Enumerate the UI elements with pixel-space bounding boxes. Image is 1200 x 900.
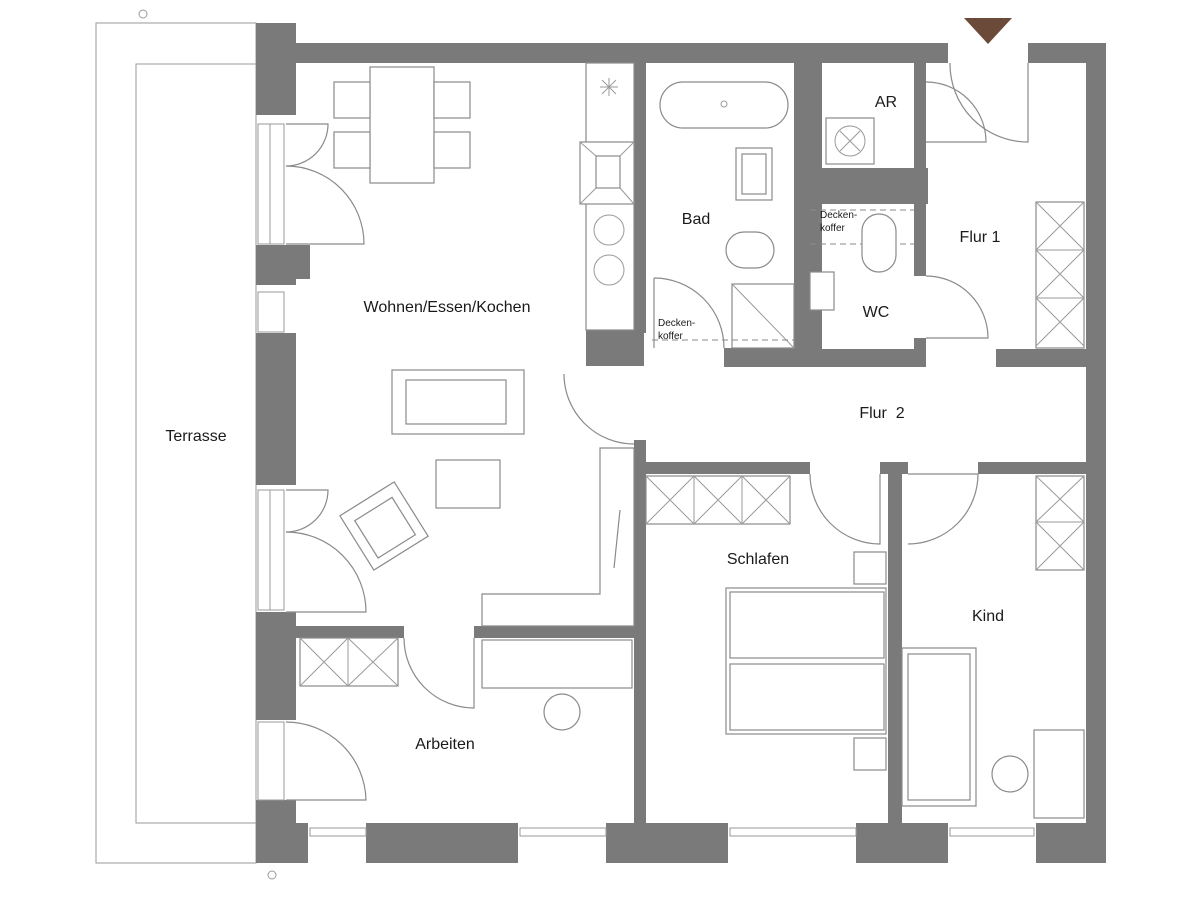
label-bad: Bad bbox=[682, 211, 710, 228]
label-wohnen: Wohnen/Essen/Kochen bbox=[364, 299, 531, 316]
label-wc: WC bbox=[863, 304, 890, 321]
dining-table bbox=[333, 66, 471, 184]
label-flur2: Flur 2 bbox=[859, 405, 904, 422]
office-furniture bbox=[481, 639, 633, 731]
label-ar: AR bbox=[875, 94, 897, 111]
label-terrasse: Terrasse bbox=[165, 428, 226, 445]
kitchen bbox=[481, 62, 635, 627]
label-flur1: Flur 1 bbox=[960, 229, 1001, 246]
windows bbox=[257, 123, 1035, 837]
deckenkoffer-wc-line2: koffer bbox=[820, 223, 845, 234]
deckenkoffer-bad-line2: koffer bbox=[658, 331, 683, 342]
deckenkoffer-wc-line1: Decken- bbox=[820, 210, 857, 221]
room-labels: Terrasse Wohnen/Essen/Kochen Bad AR Flur… bbox=[165, 94, 1004, 753]
bed bbox=[725, 551, 887, 771]
label-schlafen: Schlafen bbox=[727, 551, 789, 568]
doors bbox=[285, 62, 1029, 801]
entrance-triangle-marker bbox=[964, 18, 1012, 44]
wardrobes bbox=[299, 201, 1085, 687]
label-kind: Kind bbox=[972, 608, 1004, 625]
deckenkoffer-bad-line1: Decken- bbox=[658, 318, 695, 329]
living-furniture bbox=[339, 369, 525, 571]
washing-machine bbox=[825, 117, 875, 165]
label-arbeiten: Arbeiten bbox=[415, 736, 475, 753]
kid-furniture bbox=[901, 647, 1085, 819]
bathroom-fixtures bbox=[652, 81, 795, 349]
walls bbox=[256, 23, 1106, 863]
deckenkoffer-notes: Decken- koffer Decken- koffer bbox=[658, 210, 857, 342]
wc-fixtures bbox=[809, 209, 914, 311]
